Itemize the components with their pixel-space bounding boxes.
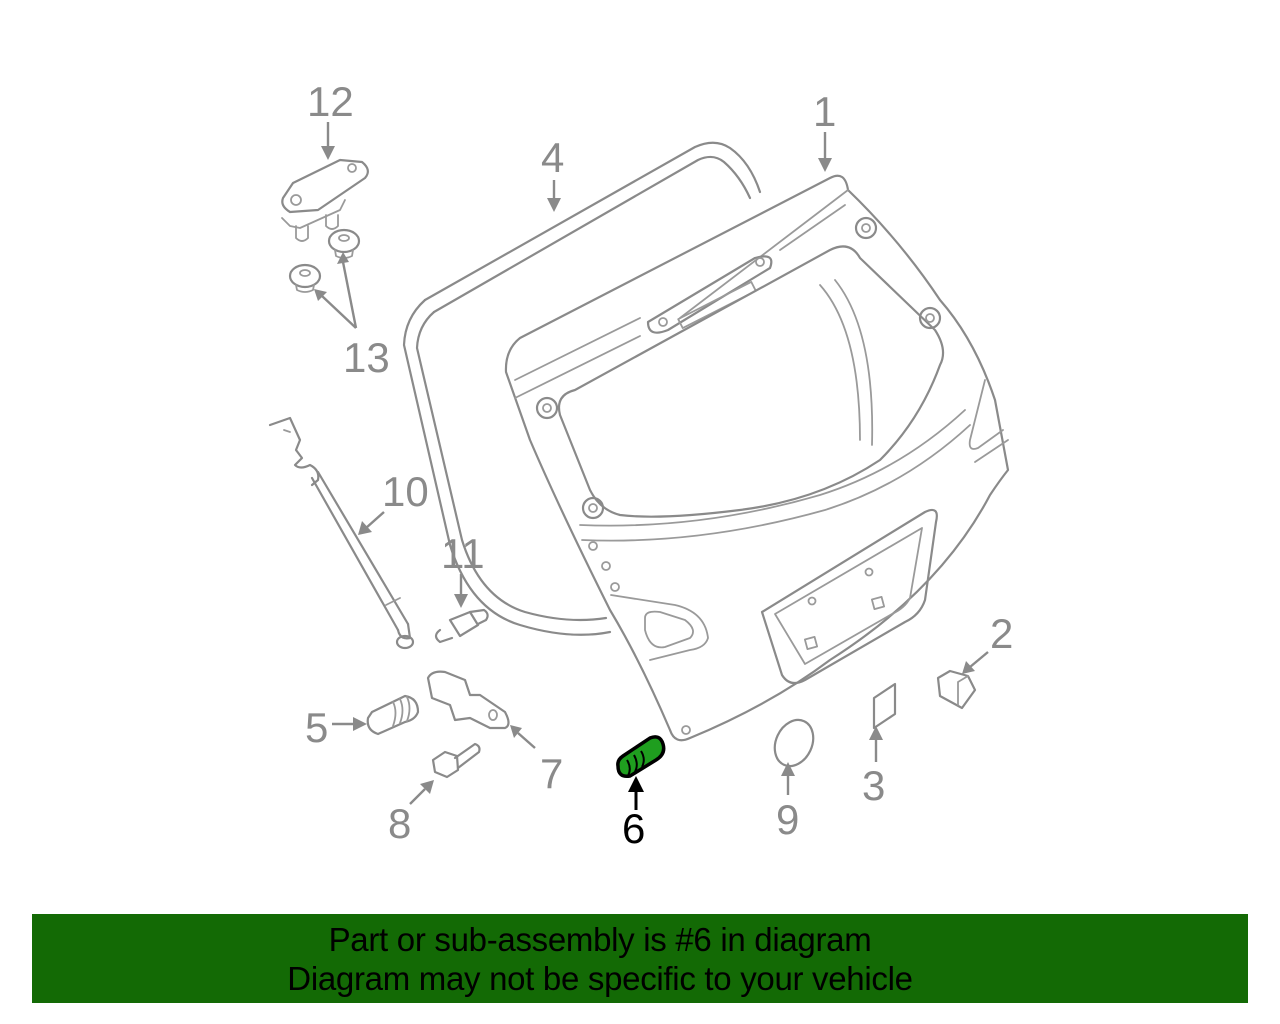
part-8-bolt [431,742,481,779]
part-13-bushings [288,228,361,293]
part-11-ball-stud [434,608,489,644]
part-1-liftgate [504,174,1010,742]
callout-7: 7 [540,750,563,797]
callout-10: 10 [382,468,429,515]
banner-part-line: Part or sub-assembly is #6 in diagram [328,920,872,958]
callout-12: 12 [307,78,354,125]
part-10-lift-strut [268,416,415,650]
part-6-stopper-highlighted[interactable] [616,735,666,779]
banner-disclaimer-line: Diagram may not be specific to your vehi… [287,959,913,997]
callout-3: 3 [862,762,885,809]
part-3-clip [872,682,897,730]
part-5-bumper [366,694,420,736]
part-12-hinge [281,158,369,242]
callout-8: 8 [388,800,411,847]
callout-5: 5 [305,704,328,751]
callout-labels: 1 2 3 4 5 6 7 8 9 10 11 12 13 [305,78,1013,852]
part-9-plug [773,718,815,768]
leader-lines [314,122,989,810]
callout-2: 2 [990,610,1013,657]
callout-1: 1 [813,88,836,135]
callout-4: 4 [541,134,564,181]
callout-6-highlighted: 6 [622,805,645,852]
part-4-weatherstrip [402,141,762,636]
callout-13: 13 [343,334,390,381]
part-2-block [936,669,977,710]
callout-9: 9 [776,796,799,843]
part-7-bracket [426,670,510,730]
callout-11: 11 [441,530,485,577]
part-info-banner: Part or sub-assembly is #6 in diagram Di… [32,914,1248,1003]
